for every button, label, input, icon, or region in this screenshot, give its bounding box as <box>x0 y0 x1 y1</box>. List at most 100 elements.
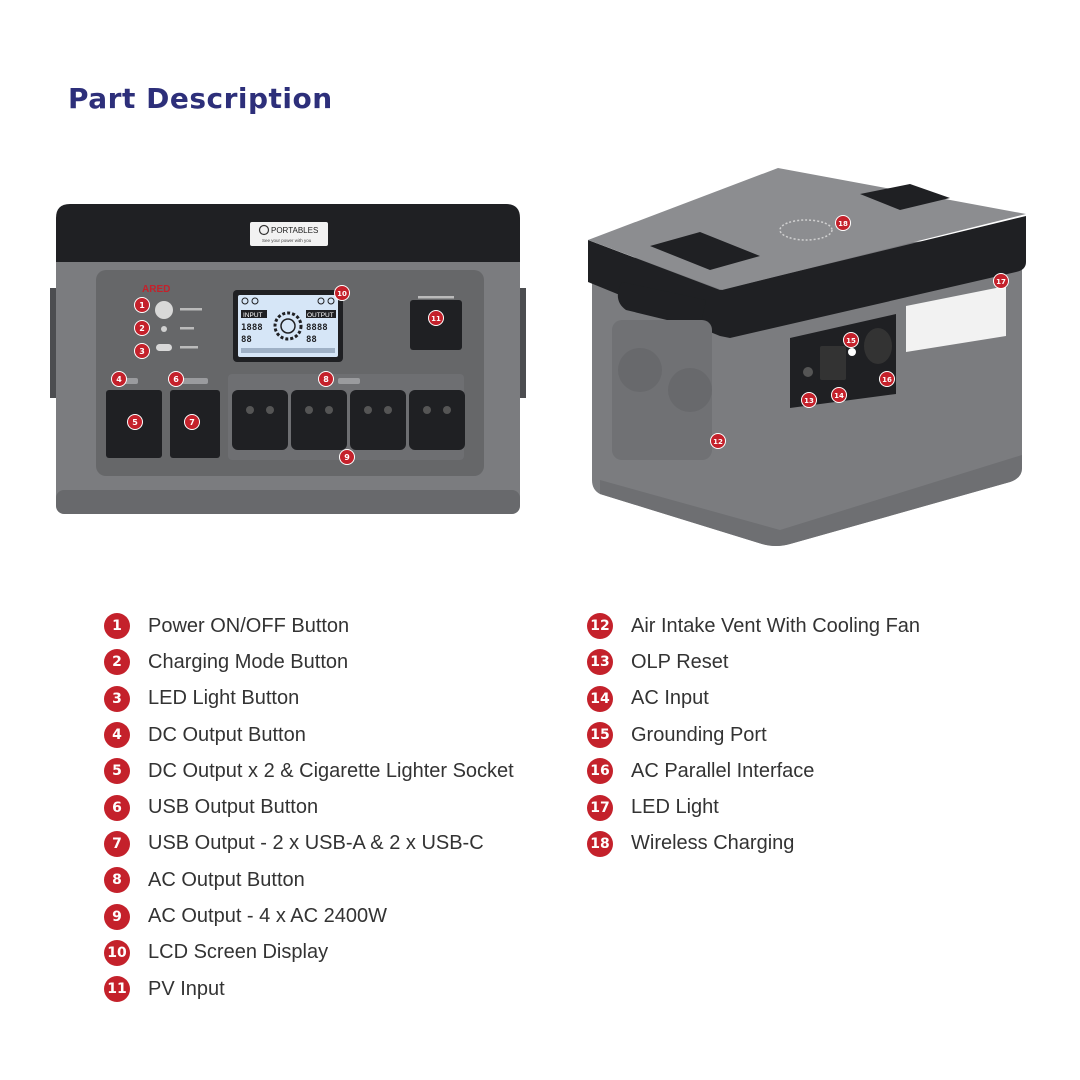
callout-number: 17 <box>996 278 1006 286</box>
led-light-panel <box>906 286 1006 352</box>
lcd-output-small: 88 <box>306 335 317 345</box>
callout-number: 10 <box>337 290 347 298</box>
part-label: Grounding Port <box>631 723 767 746</box>
number-badge: 12 <box>587 613 613 640</box>
ac-socket <box>291 390 347 450</box>
front-logo: ARED <box>142 284 170 295</box>
olp-reset-button[interactable] <box>803 367 813 377</box>
list-item: 10 LCD Screen Display <box>104 935 514 971</box>
callout-marker: 6 <box>168 371 184 387</box>
list-item: 18 Wireless Charging <box>587 826 920 862</box>
callout-number: 4 <box>116 375 122 384</box>
number-badge: 6 <box>104 794 130 821</box>
callout-number: 13 <box>804 397 814 405</box>
callout-number: 14 <box>834 392 844 400</box>
number-badge: 4 <box>104 722 130 749</box>
list-item: 3 LED Light Button <box>104 681 514 717</box>
list-item: 17 LED Light <box>587 789 920 825</box>
callout-marker: 13 <box>801 392 817 408</box>
number-badge: 15 <box>587 722 613 749</box>
callout-number: 18 <box>838 220 848 228</box>
callout-number: 16 <box>882 376 892 384</box>
lcd-output-label: OUTPUT <box>307 312 334 319</box>
list-item: 5 DC Output x 2 & Cigarette Lighter Socke… <box>104 753 514 789</box>
number-badge: 11 <box>104 976 130 1003</box>
part-label: Wireless Charging <box>631 832 795 855</box>
callout-marker: 2 <box>134 320 150 336</box>
power-button[interactable] <box>155 301 173 319</box>
number-badge: 17 <box>587 794 613 821</box>
brand-tagline: See your power with you <box>262 238 312 243</box>
callout-number: 8 <box>323 375 329 384</box>
number-badge: 5 <box>104 758 130 785</box>
ac-socket <box>409 390 465 450</box>
part-label: Power ON/OFF Button <box>148 614 350 637</box>
callout-marker: 9 <box>339 449 355 465</box>
part-label: LED Light <box>631 796 719 819</box>
callout-number: 6 <box>173 375 179 384</box>
part-label: Air Intake Vent With Cooling Fan <box>631 614 921 637</box>
page-title: Part Description <box>68 82 333 115</box>
parts-list-right: 12 Air Intake Vent With Cooling Fan 13 OLP … <box>587 608 920 862</box>
callout-number: 12 <box>713 438 723 446</box>
part-label: OLP Reset <box>631 650 729 673</box>
product-illustration: PORTABLES See your power with you ARED I… <box>50 168 1026 546</box>
number-badge: 18 <box>587 830 613 857</box>
led-light-button[interactable] <box>156 344 172 351</box>
callout-number: 3 <box>139 347 145 356</box>
ac-socket <box>232 390 288 450</box>
part-label: AC Output - 4 x AC 2400W <box>148 905 387 928</box>
number-badge: 10 <box>104 939 130 966</box>
lcd-input-small: 88 <box>241 335 252 345</box>
callout-number: 15 <box>846 337 856 345</box>
list-item: 6 USB Output Button <box>104 789 514 825</box>
callout-marker: 15 <box>843 332 859 348</box>
ac-input-port[interactable] <box>820 346 846 380</box>
part-label: LED Light Button <box>148 687 300 710</box>
brand-label: PORTABLES <box>271 226 318 235</box>
part-label: USB Output Button <box>148 796 319 819</box>
number-badge: 14 <box>587 685 613 712</box>
part-label: AC Output Button <box>148 868 305 891</box>
callout-marker: 1 <box>134 297 150 313</box>
list-item: 13 OLP Reset <box>587 644 920 680</box>
wireless-charging-pad <box>779 219 833 241</box>
grounding-port <box>848 348 856 356</box>
part-label: LCD Screen Display <box>148 941 329 964</box>
lcd-input-label: INPUT <box>243 312 263 319</box>
part-label: USB Output - 2 x USB-A & 2 x USB-C <box>148 832 484 855</box>
number-badge: 3 <box>104 685 130 712</box>
part-label: Charging Mode Button <box>148 650 349 673</box>
callout-number: 9 <box>344 453 350 462</box>
list-item: 15 Grounding Port <box>587 717 920 753</box>
list-item: 4 DC Output Button <box>104 717 514 753</box>
callout-marker: 10 <box>334 285 350 301</box>
callout-marker: 17 <box>993 273 1009 289</box>
part-label: DC Output x 2 & Cigarette Lighter Socket <box>148 759 514 782</box>
list-item: 1 Power ON/OFF Button <box>104 608 514 644</box>
part-label: AC Input <box>631 687 709 710</box>
number-badge: 16 <box>587 758 613 785</box>
ac-parallel-interface <box>864 328 892 364</box>
usb-output-button[interactable] <box>182 378 208 384</box>
list-item: 7 USB Output - 2 x USB-A & 2 x USB-C <box>104 826 514 862</box>
ac-output-button[interactable] <box>338 378 360 384</box>
number-badge: 7 <box>104 830 130 857</box>
ac-socket <box>350 390 406 450</box>
callout-marker: 18 <box>835 215 851 231</box>
callout-marker: 7 <box>184 414 200 430</box>
list-item: 12 Air Intake Vent With Cooling Fan <box>587 608 920 644</box>
callout-marker: 14 <box>831 387 847 403</box>
part-label: DC Output Button <box>148 723 306 746</box>
charging-mode-button[interactable] <box>161 326 167 332</box>
number-badge: 1 <box>104 613 130 640</box>
number-badge: 13 <box>587 649 613 676</box>
callout-marker: 12 <box>710 433 726 449</box>
